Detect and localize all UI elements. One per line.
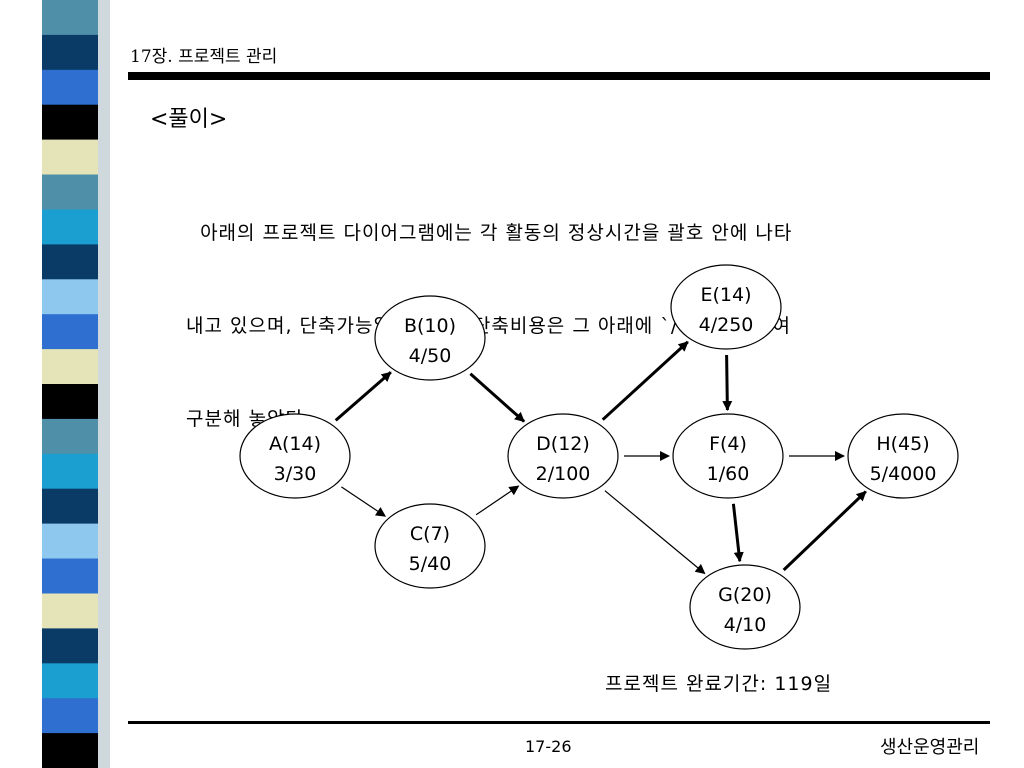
- node-label: D(12): [536, 433, 590, 455]
- completion-time: 프로젝트 완료기간: 119일: [605, 673, 833, 695]
- stripe-band: [42, 628, 98, 664]
- stripe-band: [42, 314, 98, 350]
- page-number: 17-26: [525, 737, 572, 756]
- decorative-stripe-bar: [42, 0, 110, 768]
- edge-f-g: [731, 503, 744, 563]
- node-label: H(45): [876, 433, 929, 455]
- stripe-band: [42, 523, 98, 559]
- edge-e-f: [722, 354, 733, 411]
- node-crash-info: 3/30: [274, 463, 317, 485]
- edge-a-c: [341, 486, 387, 517]
- stripe-band: [42, 593, 98, 629]
- header-rule: [128, 72, 990, 80]
- node-label: C(7): [410, 523, 450, 545]
- stripe-band: [42, 34, 98, 71]
- stripe-band: [42, 209, 98, 245]
- stripe-band: [42, 384, 98, 420]
- node-ellipse: [374, 503, 486, 589]
- node-ellipse: [689, 564, 801, 650]
- edge-a-b: [334, 371, 392, 422]
- stripe-band: [42, 488, 98, 525]
- node-ellipse: [672, 413, 784, 499]
- stripe-band: [42, 349, 98, 385]
- edge-d-g: [604, 490, 706, 575]
- node-crash-info: 2/100: [536, 463, 591, 485]
- node-ellipse: [239, 413, 351, 499]
- stripe-band: [42, 0, 98, 36]
- node-label: E(14): [700, 284, 751, 306]
- edge-b-d: [469, 372, 526, 423]
- node-crash-info: 4/10: [724, 614, 767, 636]
- activity-node-a: A(14) 3/30: [239, 413, 351, 499]
- activity-node-h: H(45) 5/4000: [847, 413, 959, 499]
- stripe-band: [42, 558, 98, 594]
- node-crash-info: 5/40: [409, 553, 452, 575]
- node-label: G(20): [718, 584, 772, 606]
- activity-node-d: D(12) 2/100: [507, 413, 619, 499]
- stripe-shadow: [98, 0, 110, 768]
- stripe-band: [42, 104, 98, 141]
- node-crash-info: 1/60: [707, 463, 750, 485]
- stripe-band: [42, 174, 98, 210]
- course-name: 생산운영관리: [880, 737, 980, 758]
- stripe-band: [42, 698, 98, 734]
- paragraph-line: 아래의 프로젝트 다이어그램에는 각 활동의 정상시간을 괄호 안에 나타: [186, 222, 793, 244]
- stripe-band: [42, 139, 98, 175]
- stripe-band: [42, 733, 98, 768]
- chapter-title: 17장. 프로젝트 관리: [130, 47, 278, 67]
- node-ellipse: [670, 264, 782, 350]
- footer-rule: [128, 721, 990, 724]
- edge-d-e: [601, 340, 689, 421]
- node-ellipse: [374, 295, 486, 381]
- node-crash-info: 4/250: [699, 314, 754, 336]
- activity-node-c: C(7) 5/40: [374, 503, 486, 589]
- activity-node-g: G(20) 4/10: [689, 564, 801, 650]
- stripe-band: [42, 69, 98, 106]
- edge-c-d: [475, 485, 520, 516]
- stripe-band: [42, 244, 98, 280]
- node-crash-info: 4/50: [409, 345, 452, 367]
- activity-node-b: B(10) 4/50: [374, 295, 486, 381]
- node-label: F(4): [709, 433, 747, 455]
- node-label: B(10): [404, 315, 456, 337]
- node-label: A(14): [269, 433, 321, 455]
- section-heading: <풀이>: [150, 107, 228, 132]
- stripe-band: [42, 453, 98, 490]
- stripe-band: [42, 279, 98, 315]
- node-ellipse: [847, 413, 959, 499]
- node-ellipse: [507, 413, 619, 499]
- stripe-band: [42, 418, 98, 455]
- activity-node-f: F(4) 1/60: [672, 413, 784, 499]
- stripe-band: [42, 663, 98, 699]
- edge-g-h: [782, 490, 867, 572]
- activity-node-e: E(14) 4/250: [670, 264, 782, 350]
- node-crash-info: 5/4000: [870, 463, 937, 485]
